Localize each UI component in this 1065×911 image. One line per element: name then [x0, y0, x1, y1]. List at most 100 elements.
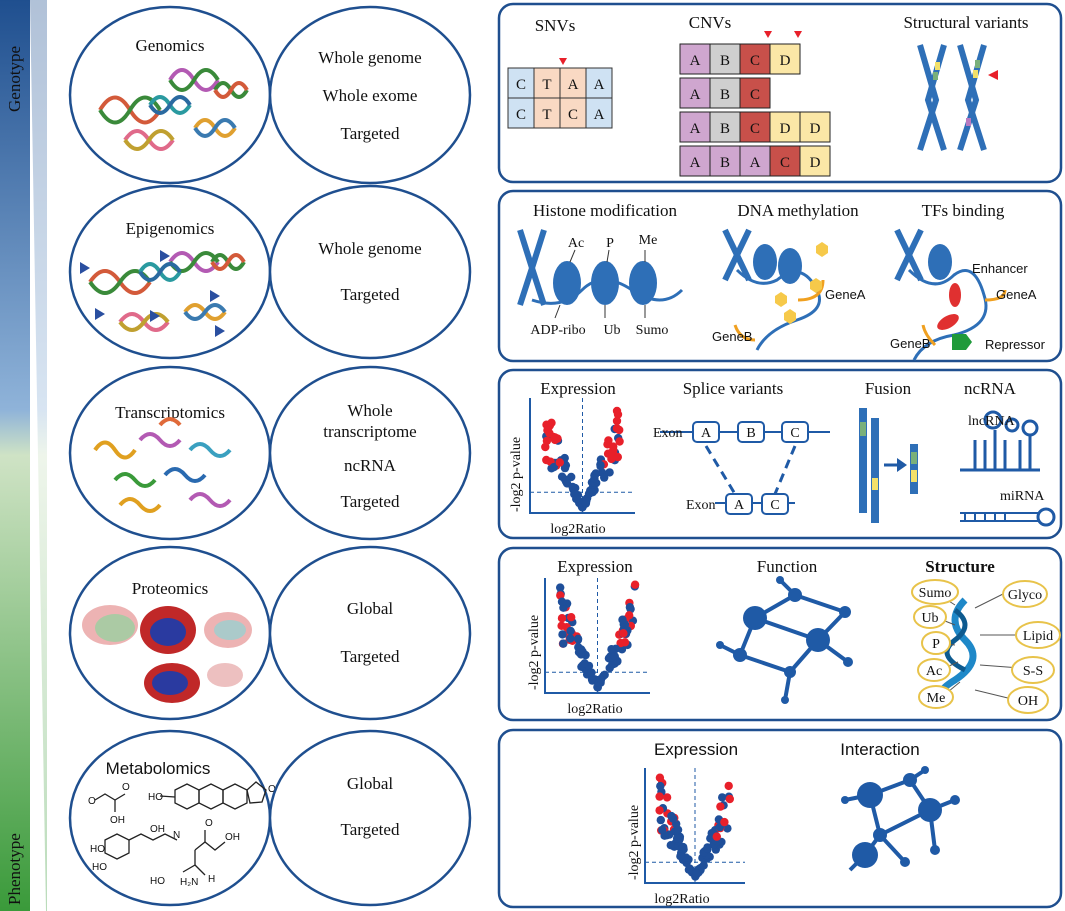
volcano-ylabel: -log2 p-value — [527, 615, 542, 690]
svg-text:O: O — [88, 796, 96, 807]
volcano-dot — [662, 793, 672, 802]
histone-mark: Ac — [568, 236, 584, 251]
omics-oval — [68, 729, 272, 907]
volcano-dot — [557, 472, 567, 481]
transcriptomics-panel — [497, 368, 1063, 540]
method-item: Whole — [347, 401, 392, 420]
methods-oval — [268, 729, 472, 907]
volcano-dot — [656, 815, 665, 825]
cnv-cell: A — [750, 155, 761, 171]
volcano-dot — [612, 424, 622, 433]
svg-text:N: N — [173, 830, 180, 841]
volcano-dot — [550, 433, 560, 442]
snv-grid: C T A A C T C A — [507, 67, 613, 129]
network-graph — [716, 576, 853, 704]
volcano-dot — [718, 793, 727, 802]
exon-box: A — [734, 498, 745, 513]
cnv-cell: D — [780, 121, 791, 137]
mirna-label: miRNA — [1000, 489, 1045, 504]
volcano-dot — [581, 499, 591, 508]
volcano-dot — [630, 580, 640, 589]
volcano-dot — [712, 832, 721, 841]
histone-mark: Sumo — [636, 323, 669, 338]
snv-title: SNVs — [535, 16, 576, 35]
histone-title: Histone modification — [533, 201, 678, 220]
method-item: Targeted — [341, 820, 400, 839]
omics-name: Metabolomics — [106, 759, 211, 778]
volcano-dot — [603, 440, 612, 449]
method-item: Whole genome — [318, 239, 421, 258]
ptm-label: Ac — [926, 664, 942, 679]
snv-cell: C — [568, 107, 578, 123]
tf-label: Enhancer — [972, 261, 1028, 276]
methylation-diagram — [722, 228, 828, 351]
exon-box: C — [770, 498, 779, 513]
volcano-dot — [573, 634, 583, 643]
omics-name: Epigenomics — [126, 219, 215, 238]
snv-cell: A — [594, 107, 605, 123]
volcano-dot — [587, 668, 596, 677]
histone-diagram — [517, 229, 684, 319]
volcano-xlabel: log2Ratio — [550, 522, 605, 537]
ptm-label: Lipid — [1023, 629, 1053, 644]
exon-box: A — [701, 426, 712, 441]
histone-mark: Ub — [603, 323, 620, 338]
rna-icon — [93, 417, 232, 513]
volcano-dot — [666, 841, 675, 850]
volcano-dot — [610, 652, 619, 661]
row-epigenomics: Epigenomics Whole genome Targeted Histon… — [68, 184, 1063, 363]
volcano-dot — [684, 865, 694, 874]
row-proteomics: Proteomics Global Targeted Expression lo… — [68, 545, 1063, 722]
volcano-dot — [555, 458, 564, 467]
ncrna-diagram — [960, 410, 1056, 527]
variant-arrow — [988, 70, 998, 80]
exon-box: B — [746, 426, 755, 441]
ptm-label: Glyco — [1008, 588, 1042, 603]
volcano-dot — [596, 675, 605, 684]
volcano-plot — [529, 398, 635, 514]
cnv-cell: C — [750, 87, 760, 103]
snv-cell: C — [516, 77, 526, 93]
methods-oval — [268, 545, 472, 721]
omics-oval — [68, 365, 272, 541]
gene-label: GeneA — [825, 287, 866, 302]
volcano-dot — [542, 436, 552, 446]
volcano-xlabel: log2Ratio — [567, 702, 622, 717]
volcano-dot — [587, 675, 597, 684]
method-item: Whole exome — [323, 86, 418, 105]
volcano-dot — [559, 639, 568, 648]
svg-text:HO: HO — [150, 876, 165, 887]
volcano-dot — [699, 861, 708, 870]
method-item: Global — [347, 774, 394, 793]
variant-arrow — [764, 31, 772, 38]
methods-oval — [268, 184, 472, 360]
network-graph — [841, 766, 960, 872]
interaction-title: Interaction — [840, 740, 919, 759]
ptm-label: Sumo — [919, 586, 952, 601]
volcano-dot — [619, 629, 628, 638]
fusion-diagram — [859, 408, 918, 523]
volcano-dot — [577, 645, 586, 654]
volcano-dot — [655, 773, 665, 782]
method-item: transcriptome — [323, 422, 416, 441]
ncrna-title: ncRNA — [964, 379, 1017, 398]
volcano-dot — [676, 852, 685, 861]
volcano-dot — [725, 794, 734, 804]
row-transcriptomics: Transcriptomics Whole transcriptome ncRN… — [68, 365, 1063, 541]
volcano-xlabel: log2Ratio — [654, 892, 709, 907]
volcano-dot — [625, 603, 635, 612]
volcano-ylabel: -log2 p-value — [627, 805, 642, 880]
ptm-label: P — [932, 637, 940, 652]
cnv-cell: B — [720, 155, 730, 171]
svg-text:HO: HO — [148, 792, 163, 803]
volcano-dot — [556, 583, 565, 592]
structure-title: Structure — [925, 557, 995, 576]
volcano-dot — [590, 474, 599, 483]
volcano-dot — [557, 614, 567, 623]
volcano-dot — [580, 659, 589, 668]
expression-title: Expression — [540, 379, 616, 398]
method-item: ncRNA — [344, 456, 397, 475]
volcano-dot — [566, 634, 575, 643]
volcano-dot — [618, 615, 627, 624]
